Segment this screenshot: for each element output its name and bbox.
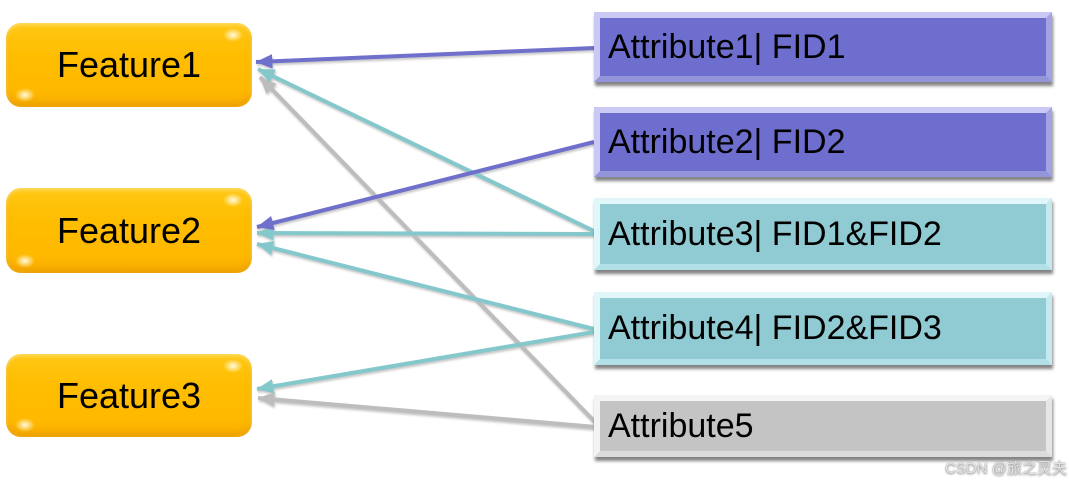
attribute1-label: Attribute1| FID1 [608,27,846,66]
csdn-watermark: CSDN @旅之灵夫 [945,460,1067,477]
feature1-box: Feature1 [6,23,252,107]
feature2-box: Feature2 [6,188,252,273]
attribute5-label: Attribute5 [608,406,754,445]
arrow-attribute5-to-feature3 [257,392,597,429]
attribute4-box: Attribute4| FID2&FID3 [594,292,1052,365]
arrow-attribute4-to-feature3 [256,330,595,394]
feature3-label: Feature3 [56,374,202,416]
attribute4-label: Attribute4| FID2&FID3 [608,309,942,347]
arrow-attribute3-to-feature1 [257,67,595,233]
feature3-box: Feature3 [6,354,252,437]
attribute3-box: Attribute3| FID1&FID2 [594,198,1052,270]
arrow-attribute5-to-feature1 [258,75,598,425]
arrow-attribute2-to-feature2 [256,140,595,230]
arrow-attribute1-to-feature1 [255,46,595,69]
feature1-label: Feature1 [56,44,202,85]
attribute5-box: Attribute5 [594,395,1052,457]
attribute1-box: Attribute1| FID1 [594,12,1052,82]
feature2-label: Feature2 [56,209,202,251]
attribute2-label: Attribute2| FID2 [608,122,846,161]
attribute3-label: Attribute3| FID1&FID2 [608,214,942,253]
attribute2-box: Attribute2| FID2 [594,107,1052,177]
arrow-attribute4-to-feature2 [256,241,595,331]
arrow-attribute3-to-feature2 [256,225,595,241]
